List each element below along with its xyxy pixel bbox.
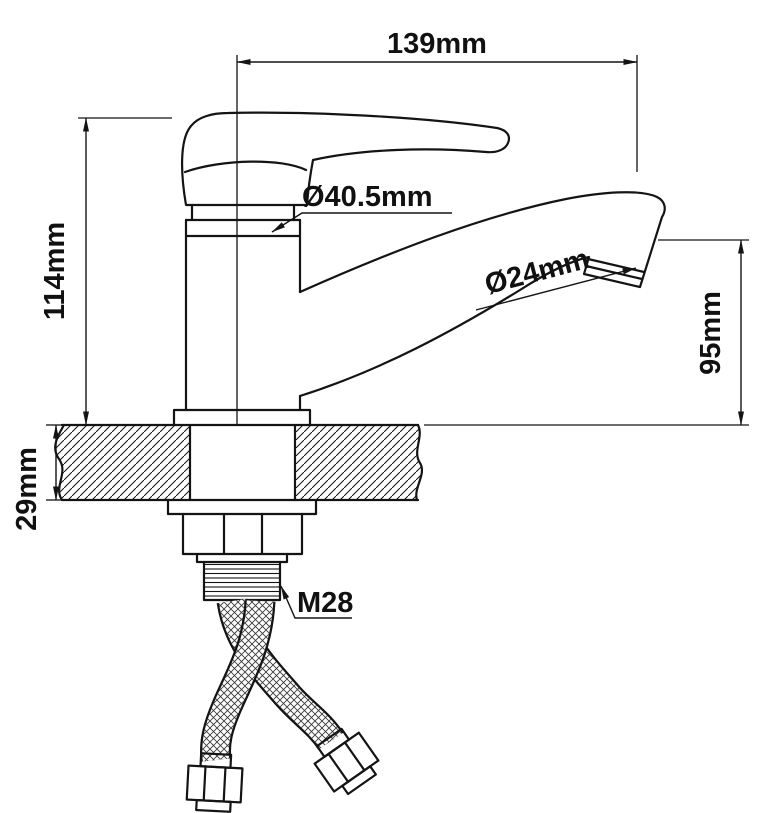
counter-hatch-left (55, 425, 191, 500)
locknut (181, 512, 304, 556)
counter-torn-edge-right (415, 423, 424, 502)
body-cylinder (184, 218, 302, 412)
threaded-shank-threads (205, 563, 279, 599)
supply-hoses (185, 598, 380, 813)
hose-nut-left (185, 752, 244, 813)
label-width: 139mm (387, 28, 487, 60)
washer (166, 498, 318, 516)
nut-step (195, 552, 289, 564)
dimension-lines (46, 55, 749, 619)
supply-hose-right-braid (218, 598, 342, 749)
counter-hole-sides (188, 423, 297, 502)
label-thread: M28 (297, 587, 353, 619)
faucet-outline (172, 111, 666, 427)
neck-ring (184, 203, 302, 222)
label-spout-height: 95mm (695, 291, 727, 375)
label-height: 114mm (39, 222, 71, 320)
label-spout-diameter: Ø24mm (481, 243, 592, 301)
handle-lever (181, 111, 511, 207)
mounting-flange (172, 408, 312, 427)
leader-body-diameter (271, 212, 452, 233)
leader-thread (280, 585, 352, 619)
countertop-section (54, 423, 424, 502)
label-deck-thickness: 29mm (11, 447, 43, 531)
handle-seam (183, 160, 308, 174)
counter-hatch-right (295, 425, 422, 500)
hose-nut-right (313, 727, 380, 796)
under-counter-mounting (166, 498, 318, 602)
leader-spout-diameter (475, 267, 637, 311)
supply-hose-left-braid (202, 600, 274, 762)
spout (298, 191, 666, 398)
label-body-diameter: Ø40.5mm (302, 181, 433, 213)
